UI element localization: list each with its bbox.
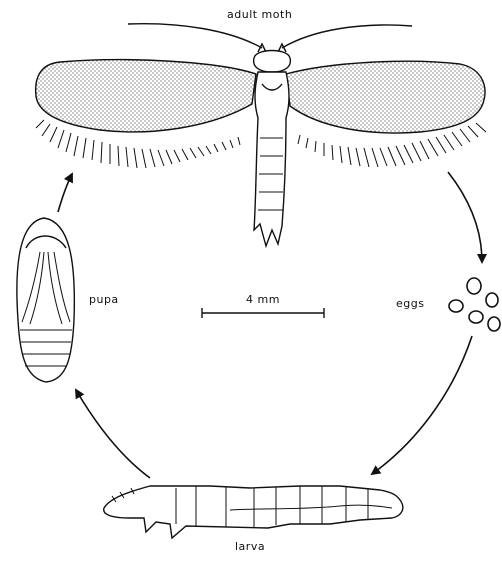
eggs <box>449 278 500 331</box>
egg <box>467 278 481 294</box>
larva <box>104 486 403 538</box>
pupa-body <box>17 218 74 382</box>
scale-bar <box>202 308 324 318</box>
label-pupa: pupa <box>89 293 119 306</box>
left-wing <box>36 60 256 132</box>
egg <box>486 293 498 307</box>
egg <box>449 300 463 312</box>
right-wing <box>286 61 485 133</box>
right-antenna <box>282 25 412 48</box>
scale-bar-label: 4 mm <box>246 293 280 306</box>
moth-head <box>254 51 291 73</box>
label-adult-moth: adult moth <box>227 8 292 21</box>
moth-thorax <box>255 72 289 126</box>
moth-abdomen <box>254 118 286 246</box>
larva-body <box>104 486 403 538</box>
egg <box>469 311 483 323</box>
adult-moth <box>36 24 486 246</box>
egg <box>488 317 500 331</box>
label-larva: larva <box>235 540 265 553</box>
left-antenna <box>128 24 262 48</box>
label-eggs: eggs <box>396 297 424 310</box>
arrow-adult-to-eggs <box>448 172 482 262</box>
arrow-larva-to-pupa <box>76 390 150 478</box>
arrow-pupa-to-adult <box>58 174 72 212</box>
arrow-eggs-to-larva <box>372 336 472 474</box>
pupa <box>17 218 74 382</box>
